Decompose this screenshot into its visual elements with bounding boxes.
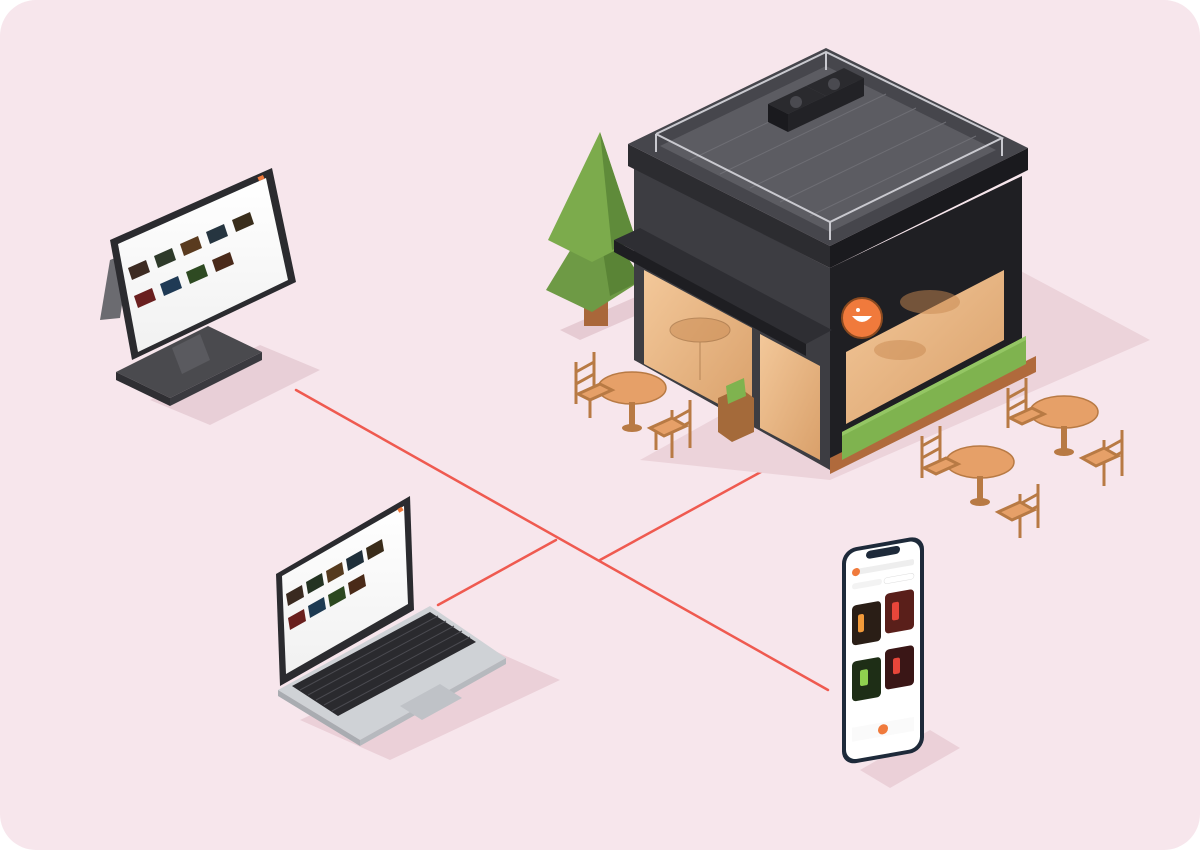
ac-unit-icon — [768, 68, 864, 132]
left-window — [644, 270, 752, 422]
connector-laptop-to-junction — [436, 538, 558, 607]
chair-icon — [1006, 378, 1048, 428]
table-icon — [1029, 395, 1099, 456]
pos-terminal-icon — [100, 168, 320, 425]
chair-icon — [920, 426, 962, 478]
chair-icon — [994, 484, 1040, 538]
laptop-screen-thumbnails — [286, 539, 384, 630]
chair-icon — [646, 400, 692, 458]
pos-screen-thumbnails — [128, 212, 254, 308]
chair-icon — [574, 352, 616, 418]
drink-card-2 — [885, 589, 914, 634]
table-icon — [945, 445, 1015, 506]
nav-center-button — [878, 724, 888, 735]
tree-icon — [546, 132, 660, 340]
storefront-icon — [614, 48, 1150, 480]
right-window — [846, 270, 1004, 424]
entry-door — [760, 334, 820, 460]
laptop-icon — [276, 496, 560, 760]
connector-pos-to-phone — [294, 388, 830, 692]
chair-icon — [1078, 430, 1124, 486]
smartphone-icon — [842, 537, 960, 788]
table-icon — [597, 371, 667, 432]
drink-card-1 — [852, 601, 881, 646]
